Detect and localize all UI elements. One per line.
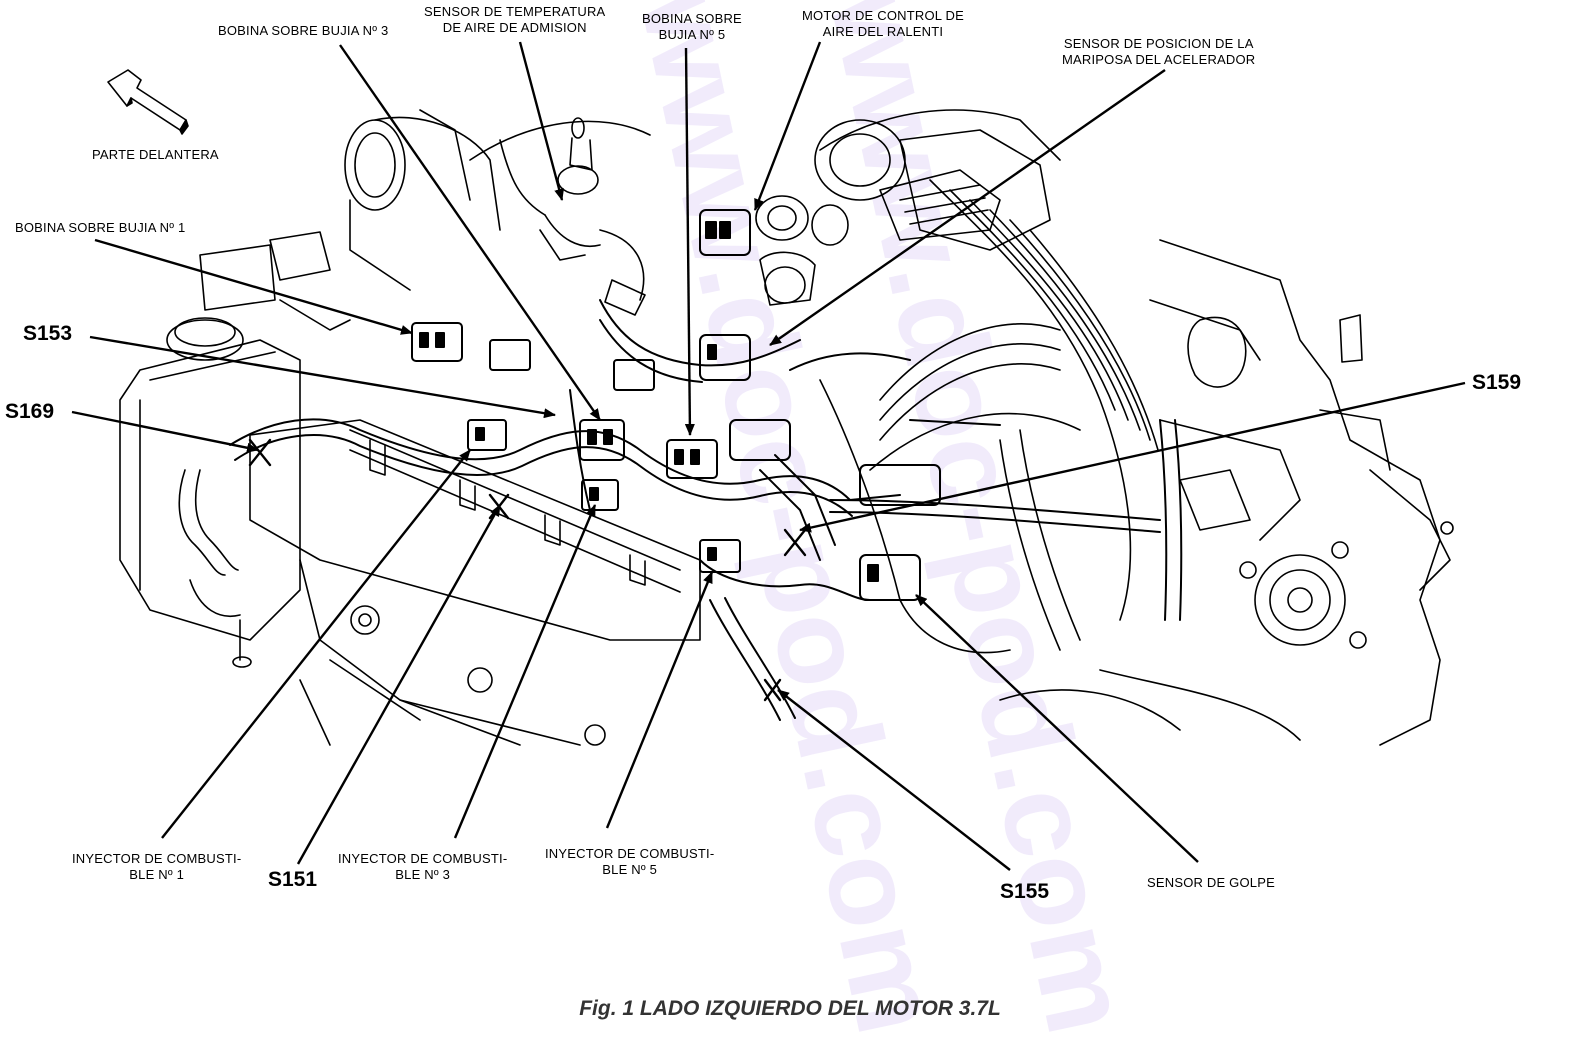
- label-injector-5-line-2: BLE Nº 5: [602, 862, 658, 877]
- label-injector-3-line-1: INYECTOR DE COMBUSTI-: [338, 851, 508, 866]
- leader-coil-3: [339, 44, 601, 421]
- leader-lines: [71, 41, 1466, 871]
- label-coil-1: BOBINA SOBRE BUJIA Nº 1: [15, 220, 185, 236]
- label-injector-5-line-1: INYECTOR DE COMBUSTI-: [545, 846, 715, 861]
- label-injector-1-line-1: INYECTOR DE COMBUSTI-: [72, 851, 242, 866]
- throttle-body: [755, 169, 1001, 306]
- splice-s155: S155: [1000, 880, 1050, 903]
- label-tps-sensor-line-2: MARIPOSA DEL ACELERADOR: [1062, 52, 1256, 67]
- fuel-rail: [249, 419, 701, 746]
- label-injector-5: INYECTOR DE COMBUSTI- BLE Nº 5: [545, 846, 714, 878]
- label-tps-sensor: SENSOR DE POSICION DE LA MARIPOSA DEL AC…: [1062, 36, 1255, 68]
- label-iat-sensor: SENSOR DE TEMPERATURA DE AIRE DE ADMISIO…: [424, 4, 605, 36]
- label-iat-sensor-line-1: SENSOR DE TEMPERATURA: [424, 4, 606, 19]
- leader-s151: [296, 504, 502, 865]
- coolant-reservoir: [119, 317, 301, 668]
- air-intake: [199, 109, 501, 331]
- label-coil-5: BOBINA SOBRE BUJIA Nº 5: [642, 11, 742, 43]
- label-tps-sensor-line-1: SENSOR DE POSICION DE LA: [1063, 36, 1254, 51]
- label-coil-3-line-1: BOBINA SOBRE BUJIA Nº 3: [218, 23, 389, 38]
- intake-top: [469, 117, 651, 316]
- label-coil-5-line-1: BOBINA SOBRE: [642, 11, 742, 26]
- leader-s169: [71, 410, 259, 453]
- label-front: PARTE DELANTERA: [92, 147, 219, 163]
- front-arrow-icon: [107, 69, 189, 135]
- engine-block-right: [999, 239, 1454, 746]
- leader-injector-1: [161, 449, 471, 839]
- label-front-text: PARTE DELANTERA: [92, 147, 219, 162]
- leader-s153: [89, 335, 556, 419]
- label-injector-3-line-2: BLE Nº 3: [395, 867, 451, 882]
- label-iac-motor-line-1: MOTOR DE CONTROL DE: [802, 8, 964, 23]
- label-iac-motor: MOTOR DE CONTROL DE AIRE DEL RALENTI: [802, 8, 964, 40]
- label-knock-sensor: SENSOR DE GOLPE: [1147, 875, 1275, 891]
- splice-s151: S151: [268, 868, 318, 891]
- leader-injector-5: [605, 571, 714, 829]
- leader-tps-sensor: [769, 69, 1166, 346]
- leader-coil-5: [684, 47, 695, 436]
- label-injector-1-line-2: BLE Nº 1: [129, 867, 185, 882]
- figure-caption: Fig. 1 LADO IZQUIERDO DEL MOTOR 3.7L: [579, 997, 1001, 1020]
- label-iat-sensor-line-2: DE AIRE DE ADMISION: [442, 20, 587, 35]
- label-injector-1: INYECTOR DE COMBUSTI- BLE Nº 1: [72, 851, 241, 883]
- intake-manifold: [814, 109, 1159, 654]
- leader-coil-1: [94, 238, 413, 335]
- label-injector-3: INYECTOR DE COMBUSTI- BLE Nº 3: [338, 851, 507, 883]
- leader-injector-3: [453, 504, 597, 839]
- leader-iat-sensor: [518, 41, 565, 201]
- leader-knock-sensor: [915, 594, 1199, 863]
- engine-illustration: [119, 109, 1454, 746]
- leader-iac-motor: [753, 41, 822, 211]
- wiring-harness: [229, 299, 1183, 721]
- splice-s153: S153: [23, 322, 73, 345]
- connectors: [411, 209, 941, 601]
- splice-s159: S159: [1472, 371, 1522, 394]
- splice-s169: S169: [5, 400, 55, 423]
- label-iac-motor-line-2: AIRE DEL RALENTI: [822, 24, 944, 39]
- label-coil-3: BOBINA SOBRE BUJIA Nº 3: [218, 23, 388, 39]
- leader-s155: [777, 689, 1011, 871]
- leader-s159: [799, 381, 1466, 533]
- watermark: www.doc-pod.com www.doc-pod.com: [614, 0, 1156, 1040]
- label-coil-5-line-2: BUJIA Nº 5: [658, 27, 726, 42]
- label-coil-1-line-1: BOBINA SOBRE BUJIA Nº 1: [15, 220, 186, 235]
- label-knock-sensor-line-1: SENSOR DE GOLPE: [1147, 875, 1275, 890]
